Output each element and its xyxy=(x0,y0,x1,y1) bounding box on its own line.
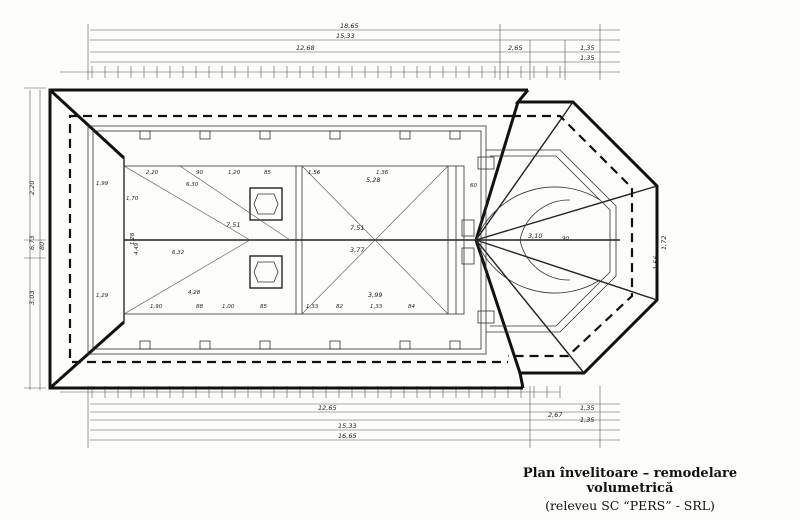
dim-bottom-overall: 16,65 xyxy=(338,432,357,440)
caption-title: Plan învelitoare – remodelare volumetric… xyxy=(522,466,738,496)
wall-pier xyxy=(139,340,151,350)
wall-pier xyxy=(259,340,271,350)
label-a23: 1,28 xyxy=(130,232,136,245)
label-a11: 1,00 xyxy=(222,304,235,310)
label-a4: 85 xyxy=(264,170,271,176)
label-nave-len-bot: 3,99 xyxy=(368,291,382,299)
label-a16: 1,70 xyxy=(126,196,139,202)
dim-bottom-right-1: 2,67 xyxy=(548,411,563,419)
dim-top-right-1: 1,35 xyxy=(580,44,594,52)
label-a3: 1,20 xyxy=(228,170,241,176)
label-a13: 1,99 xyxy=(96,181,109,187)
label-a22: 90 xyxy=(562,236,569,242)
wall-pier xyxy=(259,130,271,140)
label-nave-diag2: 7,51 xyxy=(350,224,364,232)
dim-bottom-right-3: 1,35 xyxy=(580,416,594,424)
label-a2: 90 xyxy=(196,170,203,176)
inner-walls xyxy=(87,125,617,355)
label-a8: 4,28 xyxy=(188,290,201,296)
dim-left-lower: 3,03 xyxy=(28,291,36,305)
dim-top-overall-2: 15,33 xyxy=(336,32,355,40)
roof-outline xyxy=(48,88,659,390)
label-a24: 6,32 xyxy=(172,250,185,256)
top-dimension-lines xyxy=(60,24,620,80)
dim-top-overall: 18,65 xyxy=(340,22,359,30)
label-a19: 1,33 xyxy=(370,304,383,310)
dim-left-mid: 80 xyxy=(38,242,46,250)
dim-bottom-right-2: 1,35 xyxy=(580,404,594,412)
caption-subtitle: (releveu SC “PERS” - SRL) xyxy=(545,498,715,513)
label-a21: 60 xyxy=(470,183,477,189)
label-nave-mid: 3,77 xyxy=(350,246,365,254)
label-a14: 1,29 xyxy=(96,293,109,299)
label-nave-len-top: 5,28 xyxy=(366,176,380,184)
wall-pier xyxy=(329,340,341,350)
label-apse-side-2: 1,56 xyxy=(652,256,660,270)
label-a7: 1,56 xyxy=(308,170,321,176)
dim-top-right-2: 1,35 xyxy=(580,54,594,62)
label-a17: 1,33 xyxy=(306,304,319,310)
dim-bottom-mid: 12,65 xyxy=(318,404,337,412)
eaves-dashed-line xyxy=(68,114,634,364)
caption-block: Plan învelitoare – remodelare volumetric… xyxy=(480,466,780,513)
label-a1: 2,20 xyxy=(146,170,159,176)
wall-pier xyxy=(399,340,411,350)
wall-pier xyxy=(449,130,461,140)
label-a9: 1,90 xyxy=(150,304,163,310)
wall-pier xyxy=(399,130,411,140)
label-a5: 6,30 xyxy=(186,182,199,188)
left-dimension-lines xyxy=(24,87,46,390)
label-apse-radius: 3,10 xyxy=(528,232,542,240)
dim-top-right-part: 2,65 xyxy=(508,44,522,52)
wall-pier xyxy=(139,130,151,140)
label-a6: 1,36 xyxy=(376,170,389,176)
wall-pier xyxy=(449,340,461,350)
dim-bottom-overall-2: 15,33 xyxy=(338,422,357,430)
wall-pier xyxy=(199,340,211,350)
wall-pier xyxy=(329,130,341,140)
label-a20: 84 xyxy=(408,304,415,310)
label-a15: 4,49 xyxy=(134,242,140,255)
dim-top-left-part: 12,68 xyxy=(296,44,315,52)
label-a18: 82 xyxy=(336,304,343,310)
dim-left-upper: 2,20 xyxy=(28,181,36,195)
label-a12: 85 xyxy=(260,304,267,310)
label-apse-side-1: 1,72 xyxy=(660,236,668,250)
wall-pier xyxy=(199,130,211,140)
dim-left-total: 6,73 xyxy=(28,236,36,250)
label-nave-diag: 7,51 xyxy=(226,221,240,229)
label-a10: 88 xyxy=(196,304,203,310)
